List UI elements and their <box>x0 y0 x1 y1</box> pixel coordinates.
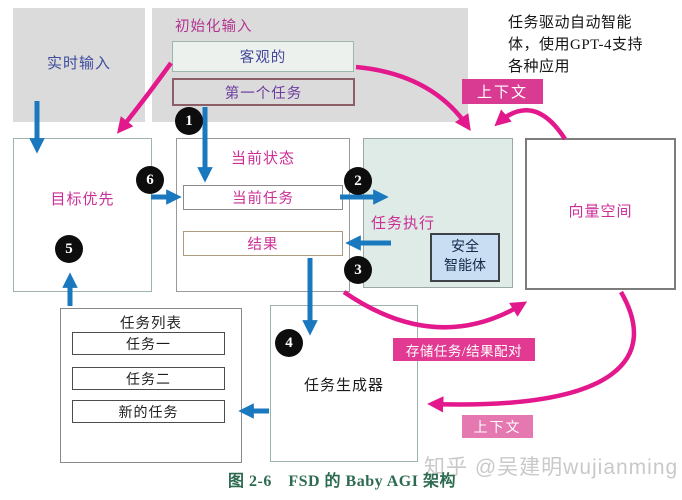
init-input-label: 初始化输入 <box>175 19 253 35</box>
safe-agent-box: 安全 智能体 <box>430 233 500 282</box>
safe-agent-label-line2: 智能体 <box>444 258 486 274</box>
context-badge-bottom: 上下文 <box>462 415 533 438</box>
arrow-vectorspace-to-generator <box>427 290 637 413</box>
task-list-label: 任务列表 <box>120 316 182 332</box>
task-one-box: 任务一 <box>72 332 225 355</box>
task-two-box: 任务二 <box>72 367 225 390</box>
arrow-objective-to-goal <box>116 61 173 134</box>
vector-space-label: 向量空间 <box>568 204 633 220</box>
step-circle-4: 4 <box>275 329 303 357</box>
step-circle-5: 5 <box>55 235 83 263</box>
figure-caption: 图 2-6 FSD 的 Baby AGI 架构 <box>228 473 456 490</box>
task-execution-label: 任务执行 <box>371 216 436 232</box>
current-state-label: 当前状态 <box>230 151 295 167</box>
step-circle-6: 6 <box>136 166 164 194</box>
goal-priority-label: 目标优先 <box>50 192 115 208</box>
task-generator-label: 任务生成器 <box>303 378 384 394</box>
result-box: 结果 <box>183 231 343 256</box>
goal-priority-box <box>13 138 152 292</box>
safe-agent-label-line1: 安全 <box>451 239 479 255</box>
gpt4-note-text: 任务驱动自动智能体，使用GPT-4支持各种应用 <box>508 15 643 75</box>
context-badge-top: 上下文 <box>462 79 543 104</box>
new-task-box: 新的任务 <box>72 400 225 423</box>
objective-box: 客观的 <box>172 41 354 72</box>
vector-space-box <box>525 138 676 290</box>
first-task-box: 第一个任务 <box>172 78 355 106</box>
store-task-result-badge: 存储任务/结果配对 <box>393 338 535 361</box>
step-circle-1: 1 <box>175 107 203 135</box>
step-circle-3: 3 <box>344 256 372 284</box>
watermark: 知乎 @吴建明wujianming <box>424 456 679 479</box>
arrow-result-to-vectorspace <box>342 290 528 330</box>
arrow-vectorspace-to-execution <box>494 107 567 141</box>
realtime-input-label: 实时输入 <box>46 56 111 72</box>
arrow-objective-to-execution <box>355 64 471 132</box>
step-circle-2: 2 <box>344 167 372 195</box>
